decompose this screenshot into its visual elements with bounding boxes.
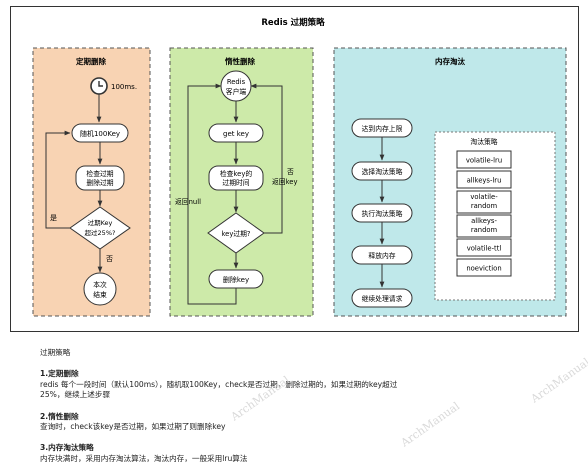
policy-label: allkeys- <box>471 217 497 225</box>
note-title: 3.内存淘汰策略 <box>40 443 94 453</box>
decision-line2: 超过25%? <box>85 228 116 237</box>
end-line1: 本次 <box>93 280 107 289</box>
note-title: 2.惰性删除 <box>40 411 79 421</box>
end-node <box>83 272 117 306</box>
note-line: 内存块满时，采用内存淘汰算法，淘汰内存，一般采用lru算法 <box>40 453 248 463</box>
memory-step-label: 达到内存上限 <box>362 124 403 133</box>
policy-item <box>456 150 512 169</box>
policy-label: noeviction <box>466 265 501 273</box>
delete-key-label: 删除key <box>223 275 249 284</box>
periodic-delete-title: 定期删除 <box>76 56 106 66</box>
policy-label: allkeys-lru <box>467 177 502 185</box>
decision-line1: 过期Key <box>88 218 113 227</box>
check-delete-line1: 检查过期 <box>86 169 113 178</box>
memory-step-label: 继续处理请求 <box>362 294 403 303</box>
return-null-arrow <box>187 83 237 305</box>
timer-label: 100ms. <box>111 83 137 91</box>
policy-list: volatile-lruallkeys-lruvolatile-randomal… <box>456 150 512 277</box>
policy-label: random <box>471 202 498 210</box>
policy-label: random <box>471 226 498 234</box>
policy-label: volatile-ttl <box>467 245 502 253</box>
lazy-delete-title: 惰性删除 <box>225 56 255 66</box>
no-return-line1: 否 <box>287 168 294 176</box>
policy-item <box>456 190 512 214</box>
memory-step-label: 执行淘汰策略 <box>362 209 403 218</box>
no-return-line2: 返回key <box>272 178 298 186</box>
policy-item <box>456 214 512 238</box>
note-line: 查询时，check该key是否过期，如果过期了则删除key <box>40 422 226 432</box>
check-delete-line2: 删除过期 <box>86 178 113 187</box>
policy-box-title: 淘汰策略 <box>470 137 497 146</box>
end-line2: 结束 <box>93 290 107 299</box>
random-key-label: 随机100Key <box>80 129 120 138</box>
policy-item <box>456 258 512 277</box>
client-line1: Redis <box>227 78 246 86</box>
memory-eviction-title: 内存淘汰 <box>435 56 465 66</box>
memory-step-label: 释放内存 <box>368 251 395 260</box>
get-key-label: get key <box>223 130 249 138</box>
check-expire-line1: 检查key的 <box>220 169 252 178</box>
yes-loop-arrow <box>45 130 71 229</box>
policy-label: volatile- <box>470 193 498 201</box>
client-line2: 客户端 <box>226 87 247 96</box>
redis-client-node <box>220 70 252 102</box>
policy-item <box>456 170 512 189</box>
key-expired-label: key过期? <box>221 229 250 238</box>
policy-item <box>456 238 512 257</box>
yes-label: 是 <box>50 214 57 222</box>
note-line: 25%，继续上述步骤 <box>40 390 111 400</box>
policy-label: volatile-lru <box>466 157 502 165</box>
memory-step-node <box>351 288 413 308</box>
diagram-title: Redis 过期策略 <box>261 17 325 28</box>
note-line: redis 每个一段时间（默认100ms），随机取100Key，check是否过… <box>40 379 398 389</box>
check-expire-line2: 过期时间 <box>222 178 249 187</box>
no-label: 否 <box>106 255 113 263</box>
not-expired-arrow <box>250 83 283 234</box>
notes-heading: 过期策略 <box>40 348 71 357</box>
note-title: 1.定期删除 <box>40 369 79 379</box>
return-null-label: 返回null <box>175 198 201 206</box>
memory-step-label: 选择淘汰策略 <box>362 167 403 176</box>
timer-node: 100ms. <box>90 77 137 95</box>
redis-expiry-diagram: Redis 过期策略 定期删除 100ms. 随机100Key 检查过期 删除过… <box>32 17 567 317</box>
